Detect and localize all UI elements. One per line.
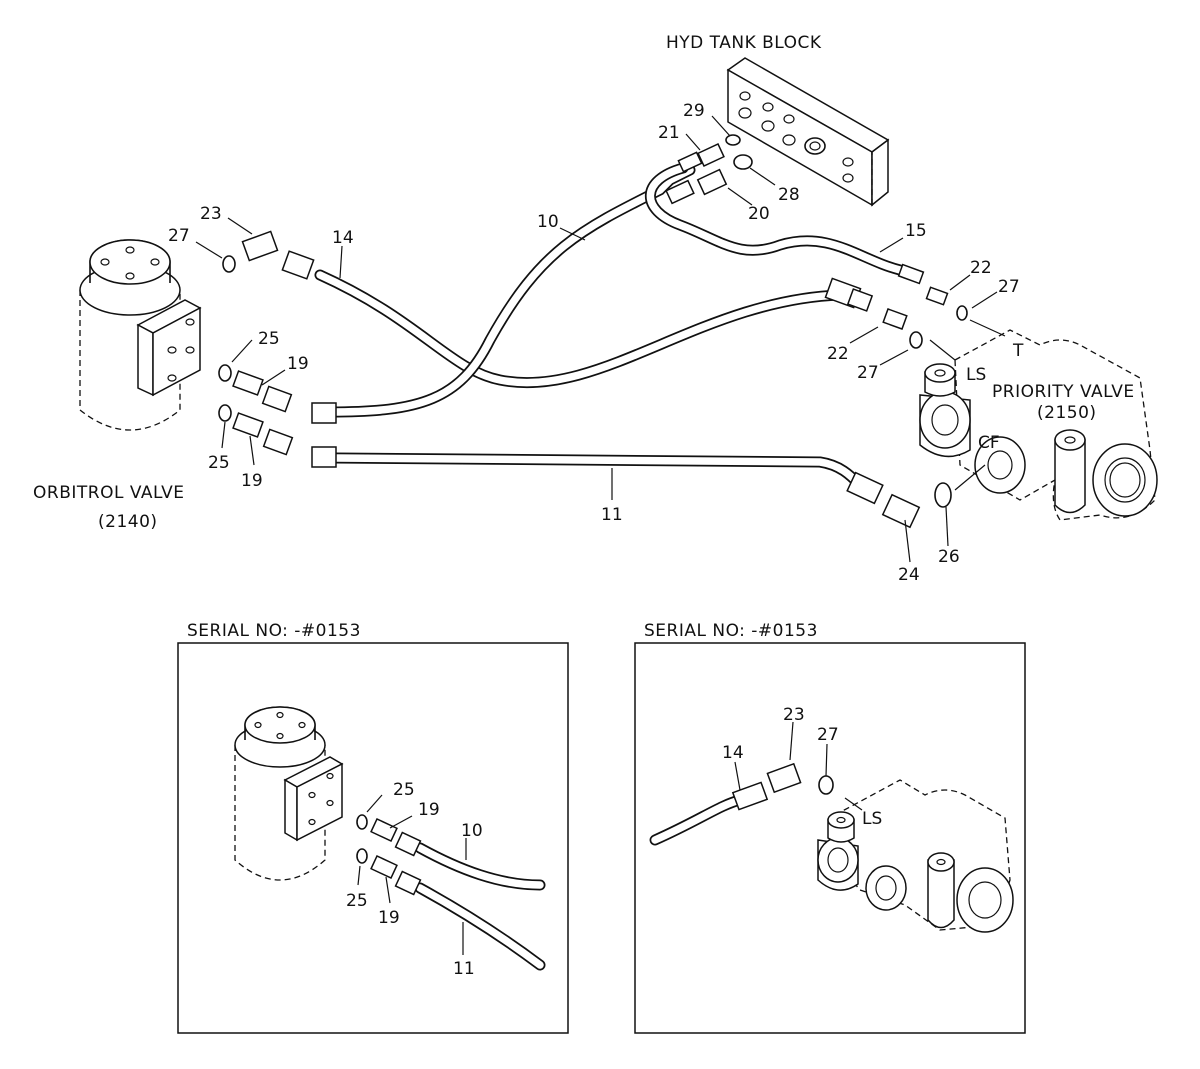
inset-left-callout-11: 11 [453, 959, 475, 979]
inset-left-callout-19-lower: 19 [378, 908, 400, 928]
callout-21: 21 [658, 123, 680, 143]
hose-11 [329, 452, 866, 491]
callout-29: 29 [683, 101, 705, 121]
hose-14 [314, 269, 846, 389]
priority-valve [919, 329, 1158, 521]
callout-11: 11 [601, 505, 623, 525]
inset-left-callout-19-upper: 19 [418, 800, 440, 820]
label-port-ls: LS [966, 365, 986, 385]
inset-left-title: SERIAL NO: -#0153 [187, 621, 361, 641]
label-hyd-tank-block: HYD TANK BLOCK [666, 33, 822, 53]
callout-22-upper: 22 [970, 258, 992, 278]
callout-27-orbitrol: 27 [168, 226, 190, 246]
leader-lines-main [195, 115, 1006, 563]
label-orbitrol-code: (2140) [98, 512, 158, 532]
callout-20: 20 [748, 204, 770, 224]
callout-22-lower: 22 [827, 344, 849, 364]
callout-23: 23 [200, 204, 222, 224]
o-rings-main [218, 134, 968, 508]
inset-right-callout-14: 14 [722, 743, 744, 763]
callout-27-upper: 27 [998, 277, 1020, 297]
callout-10: 10 [537, 212, 559, 232]
callout-19-lower: 19 [241, 471, 263, 491]
orbitrol-valve [79, 239, 202, 431]
inset-left-callout-10: 10 [461, 821, 483, 841]
inset-right-frame [634, 642, 1026, 1034]
hyd-tank-block [726, 57, 890, 207]
label-priority-valve: PRIORITY VALVE [992, 382, 1135, 402]
inset-right-callout-27: 27 [817, 725, 839, 745]
inset-right-port-ls: LS [862, 809, 882, 829]
inset-right-drawing [649, 721, 1014, 933]
callout-19-upper: 19 [287, 354, 309, 374]
label-port-t: T [1012, 341, 1024, 361]
inset-left-callout-25-lower: 25 [346, 891, 368, 911]
callout-25-upper: 25 [258, 329, 280, 349]
hose-10 [324, 164, 696, 418]
inset-right-callout-23: 23 [783, 705, 805, 725]
callout-26: 26 [938, 547, 960, 567]
inset-left-frame [177, 642, 569, 1034]
callout-14: 14 [332, 228, 354, 248]
fittings-main [232, 143, 949, 529]
label-port-cf: CF [978, 433, 1000, 453]
callout-25-lower: 25 [208, 453, 230, 473]
callout-28: 28 [778, 185, 800, 205]
callout-15: 15 [905, 221, 927, 241]
label-priority-code: (2150) [1037, 403, 1097, 423]
inset-right-title: SERIAL NO: -#0153 [644, 621, 818, 641]
inset-left-callout-25-upper: 25 [393, 780, 415, 800]
hose-15 [645, 162, 906, 276]
callout-24: 24 [898, 565, 920, 585]
callout-27-lower: 27 [857, 363, 879, 383]
inset-left-drawing [234, 706, 546, 971]
label-orbitrol-valve: ORBITROL VALVE [33, 483, 184, 503]
